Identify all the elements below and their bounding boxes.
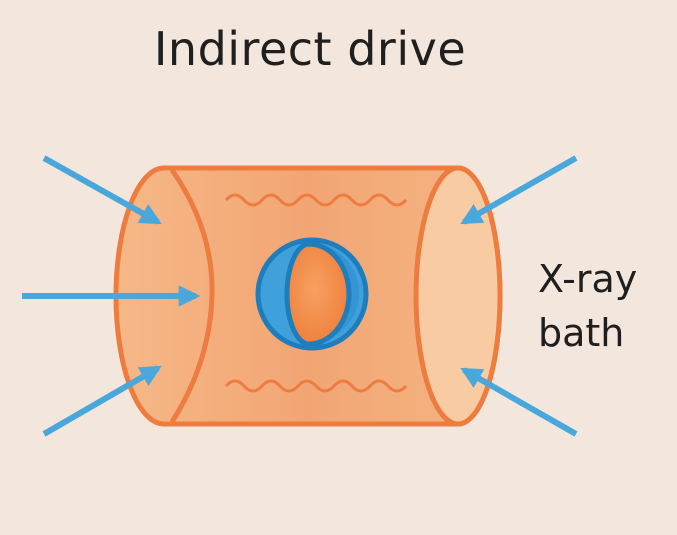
xray-bath-label: X-ray bath: [538, 252, 637, 360]
laser-beam-arrow-upper-right: [460, 155, 578, 225]
xray-bath-label-line2: bath: [538, 311, 625, 355]
laser-beam-arrow-lower-left: [42, 365, 162, 437]
hohlraum-right-cap: [413, 165, 503, 427]
laser-beam-arrow-upper-left: [42, 155, 162, 225]
laser-beam-arrow-lower-right: [460, 367, 578, 437]
xray-bath-label-line1: X-ray: [538, 257, 638, 301]
hohlraum-left-rim: [169, 168, 215, 424]
xray-wave-bottom: [224, 379, 408, 393]
fuel-capsule: [255, 237, 369, 351]
xray-wave-top: [224, 193, 408, 207]
diagram-title: Indirect drive: [153, 22, 467, 76]
capsule-fuel-core: [284, 241, 352, 347]
